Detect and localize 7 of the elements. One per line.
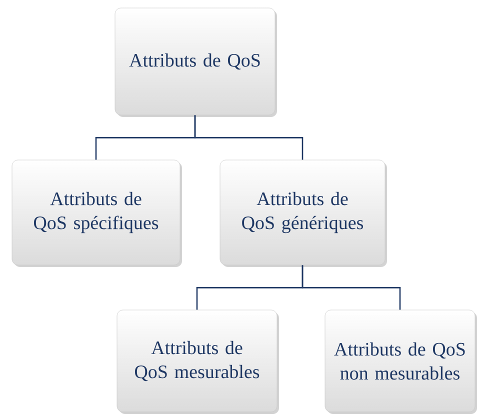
connector-line — [302, 265, 401, 310]
connector-line — [194, 115, 304, 160]
attribute-box: Attributs de QoS non mesurables — [324, 310, 477, 414]
attribute-box: Attributs de QoS — [114, 8, 277, 117]
attribute-box: Attributs de QoS spécifiques — [12, 160, 182, 267]
attribute-box: Attributs de QoS mesurables — [116, 310, 279, 414]
attribute-box: Attributs de QoS génériques — [220, 160, 387, 267]
